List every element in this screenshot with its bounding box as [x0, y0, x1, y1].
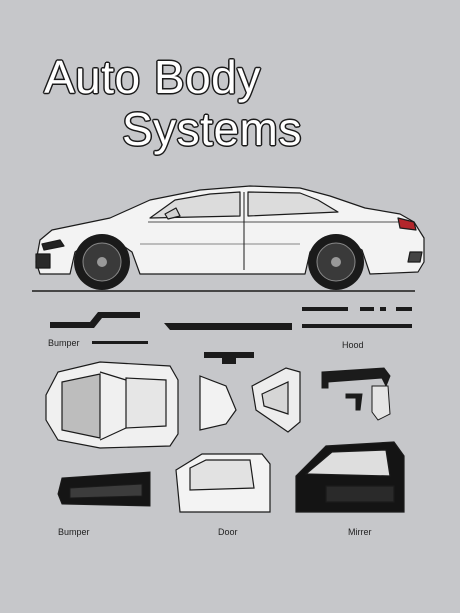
rear-wheel	[308, 234, 364, 290]
body-shell-top-view	[45, 361, 179, 449]
mirror-mount-parts	[321, 367, 391, 421]
label-mirror: Mirrer	[348, 527, 372, 537]
door-window-part	[295, 441, 405, 513]
title-line-1: Auto Body	[44, 51, 261, 103]
headlight	[41, 239, 65, 251]
car-window-rear	[247, 191, 339, 217]
bumper-part-bottom	[57, 471, 151, 507]
trim-bar	[92, 341, 148, 344]
spoiler-part	[204, 352, 254, 364]
side-mirror	[164, 207, 181, 220]
title-line-2: Systems	[122, 103, 302, 155]
hood-trim-parts	[302, 307, 412, 328]
sill-part	[164, 323, 292, 330]
bumper-part-top	[50, 312, 140, 328]
label-door: Door	[218, 527, 238, 537]
door-part	[175, 453, 271, 513]
bracket-part	[251, 367, 301, 433]
front-wheel	[74, 234, 130, 290]
label-bumper-bottom: Bumper	[58, 527, 90, 537]
car-side-view	[35, 185, 425, 275]
taillight	[397, 217, 417, 231]
label-bumper-top: Bumper	[48, 338, 80, 348]
label-hood: Hood	[342, 340, 364, 350]
fender-part	[199, 375, 237, 431]
